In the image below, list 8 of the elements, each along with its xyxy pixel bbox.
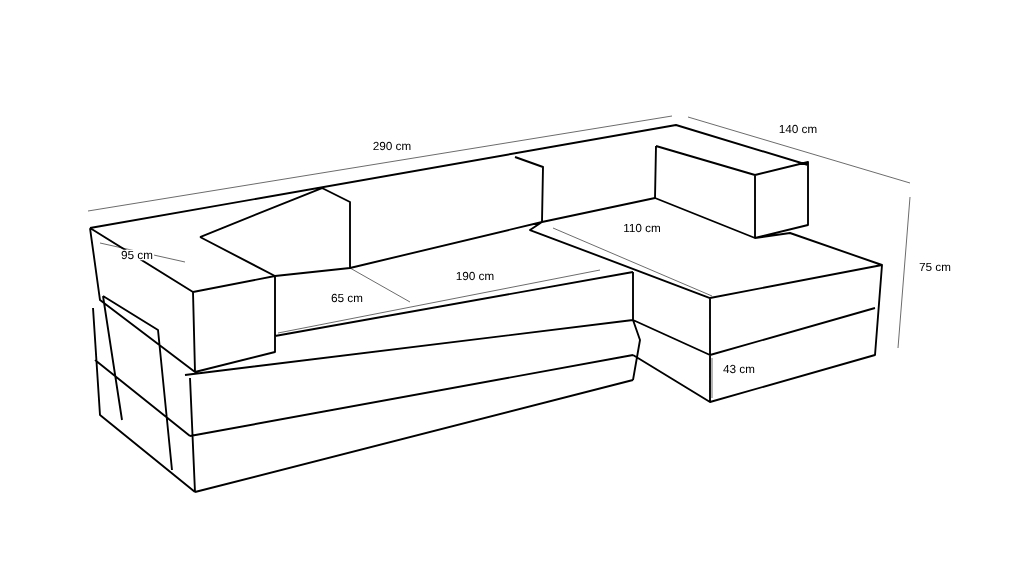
dimension-label: 190 cm	[454, 270, 496, 282]
dimension-label: 43 cm	[721, 363, 757, 375]
dimension-label: 110 cm	[622, 222, 662, 234]
dimension-label: 290 cm	[371, 140, 413, 152]
dimension-label: 140 cm	[777, 123, 819, 135]
dimension-label: 75 cm	[917, 261, 953, 273]
dimension-label: 95 cm	[119, 249, 155, 261]
dimension-label: 65 cm	[329, 292, 365, 304]
